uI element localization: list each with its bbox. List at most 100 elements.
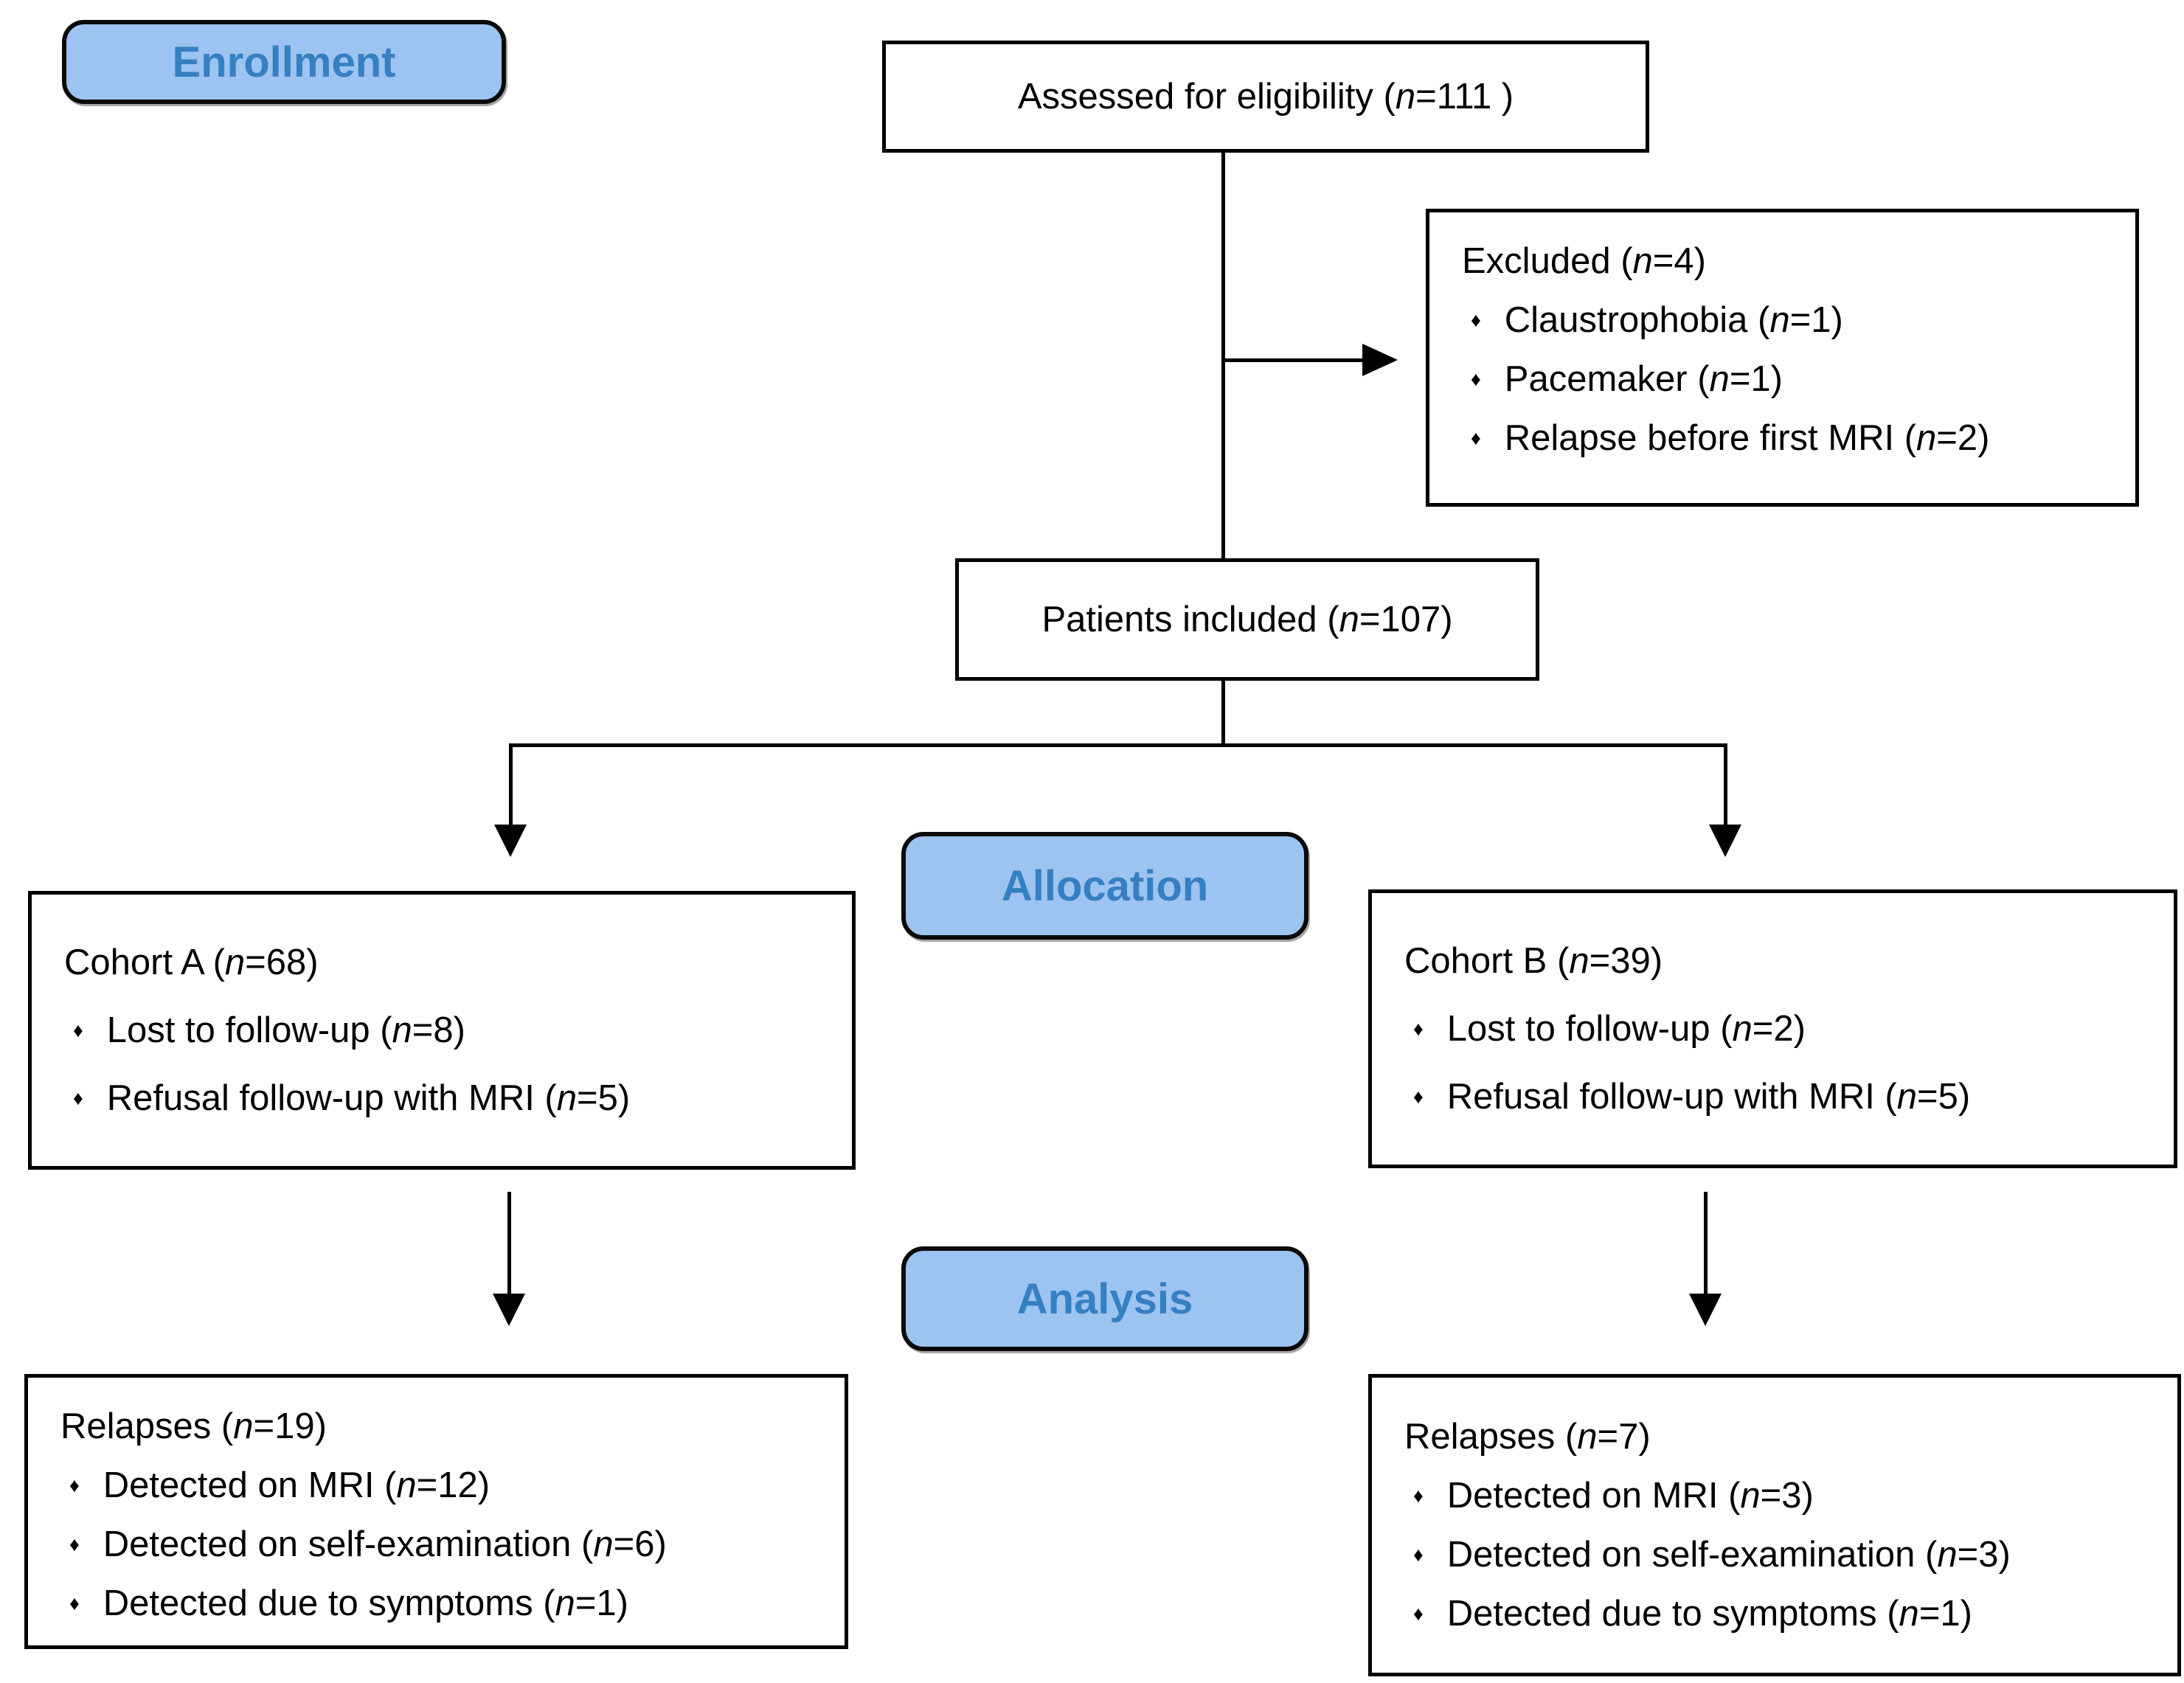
excluded-item: ♦ Claustrophobia (n=1)	[1462, 291, 2113, 350]
relapses-b-item: ♦ Detected on self-examination (n=3)	[1404, 1525, 2155, 1584]
relapses-a-item: ♦ Detected due to symptoms (n=1)	[60, 1574, 822, 1633]
stage-analysis: Analysis	[901, 1246, 1308, 1351]
text-pre: Lost to follow-up (	[1446, 1009, 1733, 1049]
cohort-b-item: ♦ Lost to follow-up (n=2)	[1404, 995, 2152, 1063]
text-pre: Detected on self-examination (	[1446, 1535, 1938, 1575]
stage-enrollment-label: Enrollment	[172, 38, 396, 86]
cohort-a-title: Cohort A (n=68)	[64, 929, 830, 996]
diamond-bullet-icon: ♦	[69, 1533, 80, 1555]
connector-cohort-a-to-relapses-a	[507, 1192, 511, 1295]
n-var: n	[224, 943, 246, 982]
text-pre: Patients included (	[1041, 600, 1339, 639]
n-var: n	[1339, 600, 1359, 639]
relapses-b-item: ♦ Detected due to symptoms (n=1)	[1404, 1584, 2155, 1643]
connector-included-to-split	[1221, 681, 1225, 747]
text-pre: Relapses (	[60, 1406, 234, 1446]
stage-enrollment: Enrollment	[62, 20, 506, 104]
text-post: =1)	[1789, 300, 1843, 340]
n-var: n	[1916, 418, 1937, 458]
text-post: =7)	[1597, 1417, 1651, 1457]
text-pre: Excluded (	[1462, 241, 1633, 281]
text-post: =19)	[253, 1406, 327, 1446]
text-pre: Relapses (	[1404, 1417, 1578, 1457]
n-var: n	[556, 1078, 578, 1118]
text-post: =107)	[1359, 600, 1453, 639]
text-post: =1)	[1729, 359, 1783, 399]
excluded-item: ♦ Pacemaker (n=1)	[1462, 350, 2113, 409]
n-var: n	[396, 1465, 417, 1505]
patients-included-text: Patients included (n=107)	[959, 562, 1536, 677]
n-var: n	[555, 1583, 575, 1623]
connector-split-to-cohort-a	[509, 743, 513, 826]
n-var: n	[593, 1524, 614, 1564]
diamond-bullet-icon: ♦	[1471, 308, 1481, 331]
n-var: n	[1632, 241, 1653, 281]
cohort-a-box: Cohort A (n=68) ♦ Lost to follow-up (n=8…	[28, 891, 856, 1170]
diamond-bullet-icon: ♦	[73, 1086, 83, 1109]
text-post: =2)	[1936, 418, 1990, 458]
relapses-a-box: Relapses (n=19) ♦ Detected on MRI (n=12)…	[24, 1374, 848, 1649]
n-var: n	[1896, 1077, 1918, 1117]
down-arrowhead-icon	[493, 1294, 525, 1326]
n-var: n	[1709, 359, 1730, 399]
text-post: =4)	[1652, 241, 1706, 281]
relapses-a-item: ♦ Detected on MRI (n=12)	[60, 1456, 822, 1515]
down-arrowhead-icon	[1689, 1294, 1722, 1326]
stage-allocation: Allocation	[901, 832, 1308, 940]
diamond-bullet-icon: ♦	[1471, 426, 1481, 449]
text-pre: Detected due to symptoms (	[1446, 1594, 1899, 1634]
text-post: =12)	[416, 1465, 490, 1505]
split-horizontal-line	[509, 743, 1727, 747]
cohort-b-box: Cohort B (n=39) ♦ Lost to follow-up (n=2…	[1368, 889, 2177, 1168]
text-post: =5)	[1917, 1077, 1971, 1117]
text-pre: Cohort A (	[64, 943, 225, 982]
excluded-item: ♦ Relapse before first MRI (n=2)	[1462, 409, 2113, 468]
n-var: n	[392, 1010, 412, 1050]
text-pre: Detected on self-examination (	[103, 1524, 594, 1564]
relapses-b-box: Relapses (n=7) ♦ Detected on MRI (n=3) ♦…	[1368, 1374, 2181, 1676]
cohort-a-item: ♦ Refusal follow-up with MRI (n=5)	[64, 1064, 830, 1132]
text-pre: Cohort B (	[1404, 941, 1570, 981]
text-post: =6)	[613, 1524, 667, 1564]
n-var: n	[1395, 77, 1416, 117]
n-var: n	[1577, 1417, 1598, 1457]
n-var: n	[1899, 1594, 1919, 1634]
text-post: =3)	[1957, 1535, 2011, 1575]
stage-allocation-label: Allocation	[1001, 861, 1209, 910]
excluded-title: Excluded (n=4)	[1462, 232, 2113, 291]
down-arrowhead-icon	[494, 825, 527, 857]
diamond-bullet-icon: ♦	[1413, 1484, 1424, 1507]
diamond-bullet-icon: ♦	[1413, 1602, 1424, 1625]
excluded-box: Excluded (n=4) ♦ Claustrophobia (n=1) ♦ …	[1426, 209, 2139, 507]
connector-cohort-b-to-relapses-b	[1704, 1192, 1708, 1295]
cohort-a-item: ♦ Lost to follow-up (n=8)	[64, 996, 830, 1064]
diamond-bullet-icon: ♦	[1413, 1543, 1424, 1566]
text-pre: Detected on MRI (	[103, 1465, 397, 1505]
text-pre: Detected due to symptoms (	[103, 1583, 555, 1623]
text-pre: Lost to follow-up (	[106, 1010, 392, 1050]
connector-to-excluded	[1221, 358, 1363, 362]
diamond-bullet-icon: ♦	[69, 1474, 80, 1496]
assessed-box: Assessed for eligibility (n=111 )	[882, 41, 1649, 153]
stage-analysis-label: Analysis	[1016, 1274, 1193, 1323]
diamond-bullet-icon: ♦	[1471, 367, 1481, 390]
relapses-b-title: Relapses (n=7)	[1404, 1407, 2155, 1466]
right-arrowhead-icon	[1362, 344, 1398, 376]
text-post: =111 )	[1415, 77, 1514, 117]
text-pre: Detected on MRI (	[1446, 1476, 1741, 1516]
n-var: n	[1937, 1535, 1958, 1575]
patients-included-box: Patients included (n=107)	[955, 558, 1539, 681]
text-pre: Relapse before first MRI (	[1504, 418, 1917, 458]
diamond-bullet-icon: ♦	[1413, 1085, 1424, 1108]
diamond-bullet-icon: ♦	[73, 1019, 83, 1041]
cohort-b-item: ♦ Refusal follow-up with MRI (n=5)	[1404, 1063, 2152, 1131]
down-arrowhead-icon	[1709, 825, 1741, 857]
diamond-bullet-icon: ♦	[69, 1592, 80, 1614]
n-var: n	[1569, 941, 1590, 981]
text-pre: Claustrophobia (	[1504, 300, 1770, 340]
relapses-a-item: ♦ Detected on self-examination (n=6)	[60, 1515, 822, 1574]
cohort-b-title: Cohort B (n=39)	[1404, 927, 2152, 995]
n-var: n	[1740, 1476, 1761, 1516]
text-post: =3)	[1760, 1476, 1814, 1516]
